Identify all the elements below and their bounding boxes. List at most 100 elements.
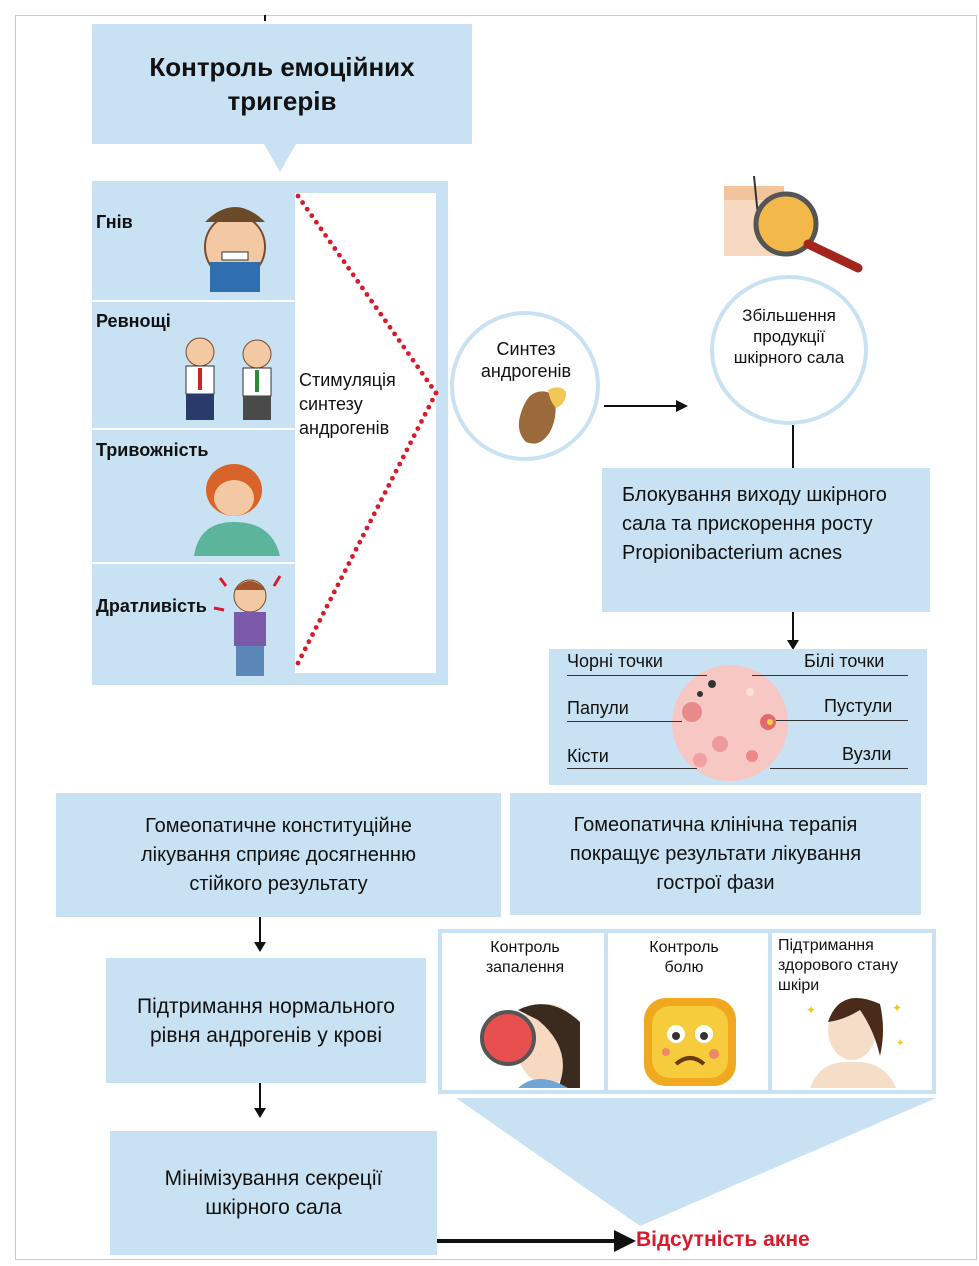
- maintain-androgens-text: Підтримання нормального рівня андрогенів…: [137, 994, 395, 1047]
- chevron-dot: [429, 397, 435, 403]
- irritated-boy-illustration: [213, 575, 282, 676]
- control-skin-label: Підтримання здорового стану шкіри: [778, 937, 898, 994]
- chevron-dot: [426, 404, 432, 410]
- chevron-dot: [401, 344, 407, 350]
- chevron-dot: [299, 653, 305, 659]
- emotion-label-irritability: Дратливість: [96, 596, 207, 616]
- maintain-androgens-box: Підтримання нормального рівня андрогенів…: [106, 958, 426, 1083]
- chevron-dot: [415, 364, 420, 370]
- leader-nodes: [770, 768, 908, 769]
- chevron-dot: [424, 377, 430, 383]
- chevron-dot: [335, 582, 341, 588]
- sebum-increase-label: Збільшення продукції шкірного сала: [733, 306, 845, 367]
- arrowhead-maintain: [254, 1108, 266, 1118]
- chevron-dot: [355, 278, 361, 284]
- chevron-dot: [360, 532, 366, 538]
- lesion-cysts: Кісти: [567, 746, 609, 766]
- chevron-dot: [321, 610, 326, 616]
- title-text: Контроль емоційних тригерів: [149, 52, 415, 116]
- chevron-dot: [396, 338, 402, 343]
- chevron-dot: [429, 384, 434, 389]
- control-pain-label: Контроль болю: [649, 939, 719, 976]
- chevron-dot: [378, 311, 384, 317]
- chevron-dot: [295, 660, 301, 666]
- chevron-dot: [404, 447, 410, 453]
- chevron-dot: [313, 625, 319, 630]
- line-maintain-to-minimize: [259, 1083, 261, 1111]
- chevron-dot: [419, 419, 424, 424]
- chevron-dot: [332, 246, 338, 251]
- chevron-dot: [304, 206, 310, 212]
- svg-text:✦: ✦: [892, 1001, 902, 1015]
- emotions-white-inner: [295, 193, 436, 673]
- arrowhead-synthesis: [676, 400, 688, 412]
- svg-text:✦: ✦: [896, 1038, 904, 1049]
- pain-emoji-icon: [644, 998, 736, 1086]
- jealous-men-illustration: [185, 337, 272, 420]
- result-label: Відсутність акне: [636, 1228, 810, 1251]
- lesion-nodes: Вузли: [842, 744, 892, 764]
- chevron-dot: [309, 213, 315, 219]
- chevron-dot: [397, 461, 403, 467]
- control-inflammation-label: Контроль запалення: [485, 939, 565, 976]
- leader-pustules: [776, 720, 908, 721]
- emotion-divider-1: [92, 300, 295, 302]
- chevron-dot: [382, 490, 388, 495]
- chevron-dot: [350, 554, 355, 559]
- constitutional-text: Гомеопатичне конституційне лікування спр…: [141, 814, 416, 895]
- clinical-text: Гомеопатична клінічна терапія покращує р…: [569, 813, 862, 894]
- stimulation-label: Стимуляція синтезу андрогенів: [299, 370, 396, 438]
- chevron-dot: [353, 546, 359, 552]
- chevron-dot: [400, 454, 406, 460]
- line-blocking-to-lesions: [792, 612, 794, 646]
- chevron-dot: [433, 390, 439, 396]
- chevron-dot: [339, 575, 344, 581]
- title-box: Контроль емоційних тригерів: [92, 24, 472, 144]
- chevron-dot: [360, 285, 365, 291]
- emotion-divider-2: [92, 428, 295, 430]
- chevron-dot: [406, 351, 411, 356]
- lesion-papules: Папули: [567, 698, 629, 718]
- sebum-increase-circle: [710, 275, 868, 425]
- chevron-dot: [327, 239, 333, 245]
- chevron-dot: [346, 265, 351, 271]
- skin-lesions-circle: [672, 665, 788, 781]
- chevron-dot: [357, 539, 363, 545]
- arrow-to-result: [437, 1239, 617, 1243]
- chevron-dot: [393, 468, 399, 474]
- angry-man-illustration: [204, 207, 266, 292]
- frame-border: [15, 15, 977, 1260]
- chevron-dot: [302, 646, 308, 652]
- leader-papules: [567, 721, 682, 722]
- arrowhead-constitutional: [254, 942, 266, 952]
- chevron-dot: [410, 357, 416, 363]
- blocking-text: Блокування виходу шкірного сала та приск…: [622, 484, 887, 564]
- lesion-black-dots: Чорні точки: [567, 651, 663, 671]
- leader-white: [752, 675, 908, 676]
- chevron-dot: [422, 411, 428, 417]
- chevron-dot: [323, 233, 328, 238]
- chevron-dot: [387, 324, 393, 330]
- chevron-dot: [411, 433, 417, 439]
- chevron-dot: [328, 596, 334, 602]
- chevron-dot: [369, 298, 374, 304]
- chevron-dot: [408, 440, 413, 446]
- result-arrowhead: [614, 1230, 636, 1252]
- chevron-dot: [390, 475, 395, 481]
- chevron-dot: [375, 504, 381, 510]
- chevron-dot: [350, 272, 356, 278]
- chevron-dot: [331, 589, 337, 595]
- chevron-dot: [383, 318, 388, 324]
- inflamed-face-icon: [480, 1004, 580, 1088]
- chevron-dot: [373, 305, 379, 311]
- chevron-dot: [342, 568, 348, 574]
- chevron-dot: [318, 226, 324, 232]
- chevron-dot: [364, 292, 370, 297]
- lesion-pustules: Пустули: [824, 696, 893, 716]
- synthesis-label: Синтез андрогенів: [480, 339, 572, 381]
- skin-magnifier-icon: [724, 175, 863, 273]
- chevron-dot: [346, 561, 352, 566]
- emotion-label-anger: Гнів: [96, 212, 133, 232]
- leader-cysts: [567, 768, 697, 769]
- chevron-dot: [300, 200, 305, 205]
